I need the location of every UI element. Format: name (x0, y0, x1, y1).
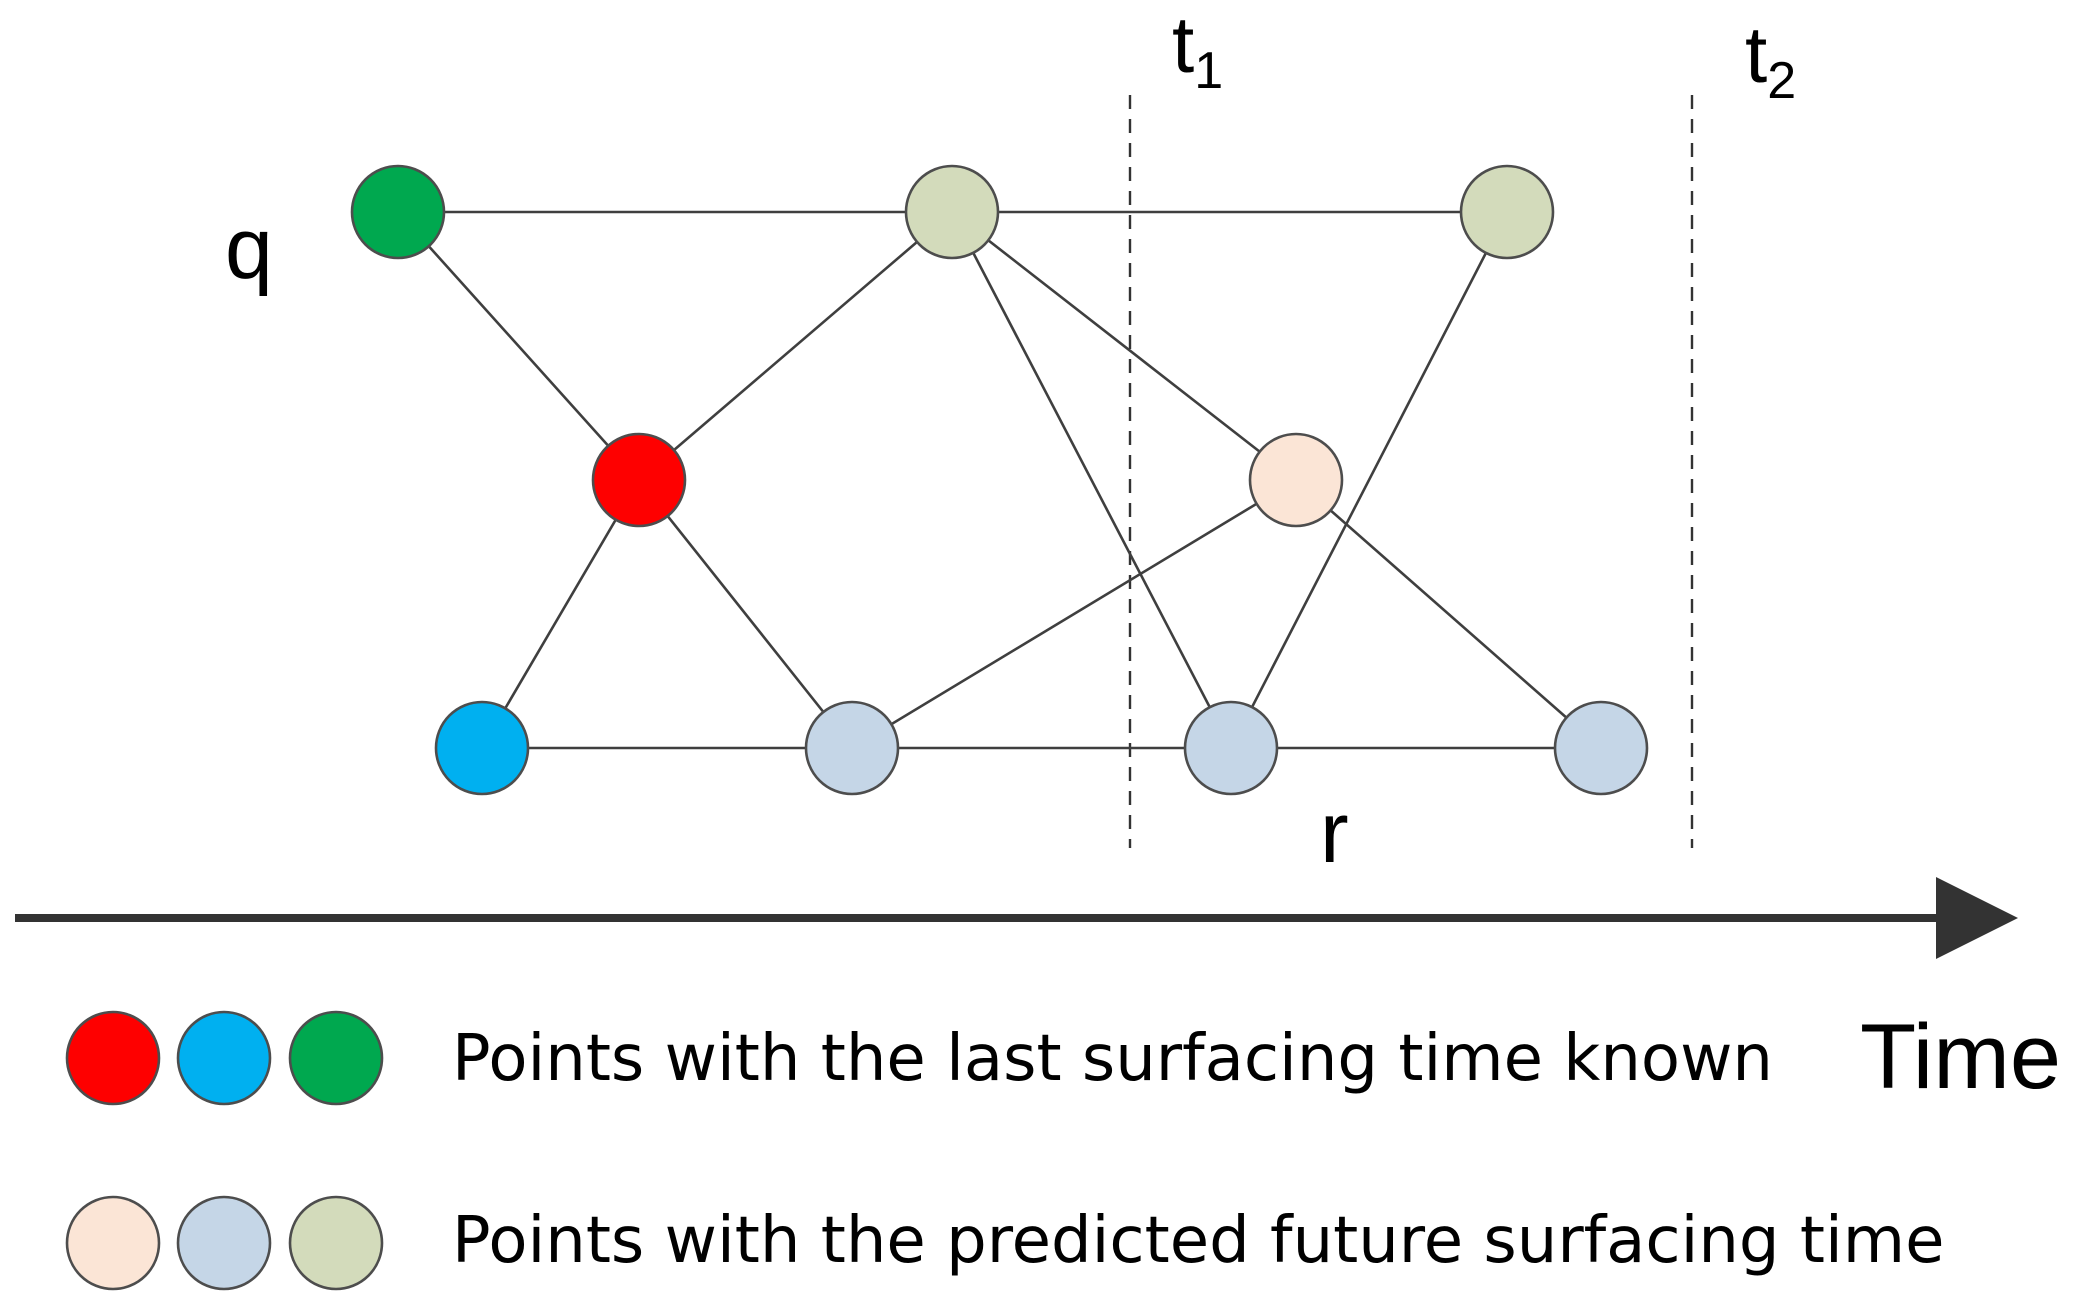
edge-mid-red-to-bottom-light-blue-1 (637, 479, 854, 749)
legend-swatch-blue (176, 1010, 272, 1106)
t1-label: t1 (1172, 0, 1223, 100)
graph-nodes (350, 164, 1649, 796)
legend-swatch-sage (288, 1195, 384, 1291)
legend-swatch-green (288, 1010, 384, 1106)
node-q-green (350, 164, 446, 260)
edge-mid-red-to-bottom-blue (480, 479, 641, 749)
node-mid-red (591, 432, 687, 528)
node-top-sage-2 (1459, 164, 1555, 260)
node-mid-peach (1248, 432, 1344, 528)
legend-swatch-peach (65, 1195, 161, 1291)
edge-mid-peach-to-bottom-light-blue-1 (851, 478, 1297, 750)
edge-mid-red-to-top-sage-1 (638, 211, 953, 481)
graph-edges (397, 210, 1602, 750)
edge-top-sage-1-to-mid-peach (951, 210, 1297, 482)
q-label: q (225, 201, 273, 297)
time-axis-label: Time (1860, 1006, 2061, 1108)
edge-top-sage-1-to-bottom-light-blue-2 (950, 211, 1233, 749)
node-bottom-light-blue-2 (1183, 700, 1279, 796)
node-bottom-light-blue-1 (804, 700, 900, 796)
edge-top-sage-2-to-bottom-light-blue-2 (1229, 211, 1509, 749)
time-axis-arrowhead (1936, 877, 2018, 959)
node-bottom-light-blue-3 (1553, 700, 1649, 796)
t2-label: t2 (1745, 10, 1796, 110)
legend-text-known: Points with the last surfacing time know… (452, 1022, 1773, 1096)
legend: Points with the last surfacing time know… (65, 1010, 1944, 1291)
edge-mid-peach-to-bottom-light-blue-3 (1295, 479, 1602, 749)
r-label: r (1320, 785, 1349, 881)
node-bottom-blue (434, 700, 530, 796)
legend-text-predicted: Points with the predicted future surfaci… (452, 1204, 1944, 1278)
edge-q-green-to-mid-red (397, 211, 640, 481)
legend-swatch-red (65, 1010, 161, 1106)
legend-row-known (65, 1010, 384, 1106)
legend-row-predicted (65, 1195, 384, 1291)
node-top-sage-1 (904, 164, 1000, 260)
legend-swatch-light_blue (176, 1195, 272, 1291)
